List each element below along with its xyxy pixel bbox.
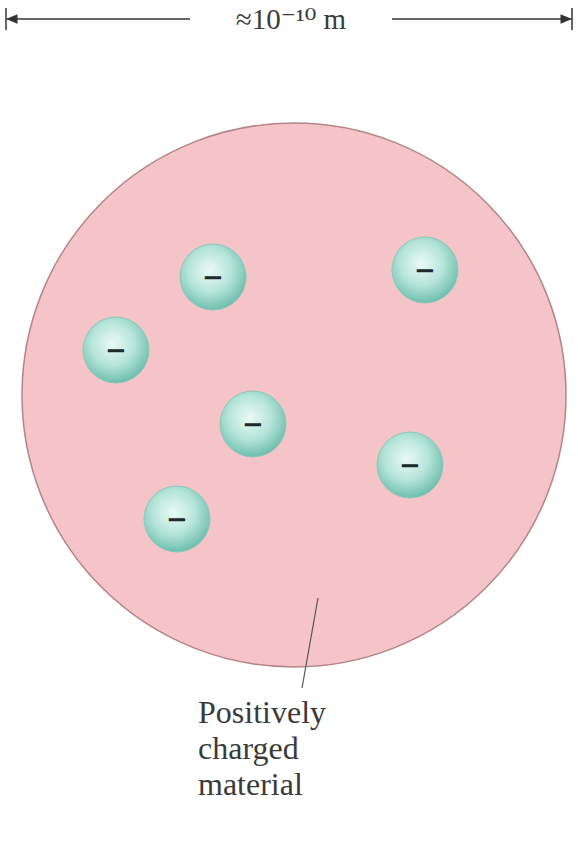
electron-outline [83,317,149,383]
dimension-line [392,18,571,19]
electron: − [219,390,287,458]
charge-sign: − [179,243,247,311]
electron-outline [392,237,458,303]
charge-sign: − [376,431,444,499]
charge-sign: − [82,316,150,384]
electron-outline [144,486,210,552]
dimension-tick [571,8,573,30]
dimension-label: ≈10⁻¹⁰ m [232,3,350,36]
electron: − [82,316,150,384]
electron-outline [377,432,443,498]
electron: − [391,236,459,304]
atom-sphere [22,123,566,667]
dimension-tick [5,8,7,30]
region-label: Positively charged material [198,694,368,802]
charge-sign: − [219,390,287,458]
electron-outline [180,244,246,310]
leader-line [302,598,318,688]
electron: − [143,485,211,553]
dimension-line [7,18,190,19]
electron: − [179,243,247,311]
electron: − [376,431,444,499]
charge-sign: − [391,236,459,304]
electron-outline [220,391,286,457]
charge-sign: − [143,485,211,553]
